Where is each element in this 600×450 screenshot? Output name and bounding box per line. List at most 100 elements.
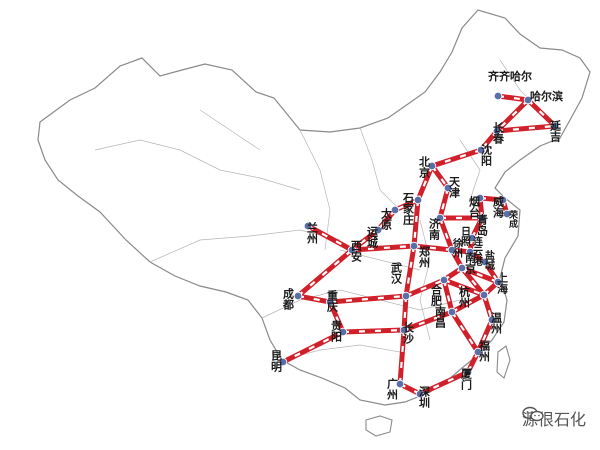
city-label-changsha: 长沙: [402, 321, 415, 345]
city-node-yancheng: [480, 257, 490, 267]
city-node-rongcheng: [502, 209, 512, 219]
city-node-shijiazhuang: [413, 195, 423, 205]
rail-dash-hefei-hangzhou: [443, 278, 485, 297]
city-node-lianyungang: [465, 247, 475, 257]
city-node-zhengzhou: [409, 241, 419, 251]
rail-dash-guiyang-changsha: [342, 328, 405, 334]
city-node-shenyang: [476, 145, 486, 155]
city-node-xiamen: [463, 367, 473, 377]
city-node-jinan: [435, 213, 445, 223]
city-label-shijiazhuang: 石家庄: [402, 192, 416, 226]
city-node-hangzhou: [479, 290, 489, 300]
city-node-tianjin: [443, 183, 453, 193]
rail-dash-wuhan-changsha: [402, 295, 408, 331]
rail-segment-changsha-guangzhou: [397, 327, 407, 387]
rail-dash-guiyang-kunming: [282, 331, 344, 363]
city-label-xiamen: 厦门: [460, 368, 473, 391]
city-label-shenyang: 沈阳: [480, 143, 493, 167]
city-node-beijing: [427, 161, 437, 171]
city-node-layer: [278, 91, 560, 399]
city-label-qingdao: 青岛: [476, 213, 489, 237]
city-node-rizhao: [467, 233, 477, 243]
city-node-chongqing: [325, 297, 335, 307]
rail-dash-wuhan-hefei: [405, 278, 445, 298]
city-label-weihai: 威海: [492, 195, 505, 219]
city-node-changchun: [492, 126, 502, 136]
city-node-qiqihaer: [493, 91, 503, 101]
city-label-chongqing: 重庆: [326, 289, 340, 313]
rail-segment-shenyang-beijing: [429, 147, 484, 169]
city-node-xuzhou: [447, 245, 457, 255]
city-node-qingdao: [477, 213, 487, 223]
rail-dash-wenzhou-fuzhou: [476, 319, 494, 353]
rail-dash-nanjing-hangzhou: [461, 267, 485, 296]
city-node-nanjing: [457, 263, 467, 273]
city-node-xian: [347, 245, 357, 255]
city-label-lanzhou: 兰州: [306, 221, 320, 245]
city-node-changsha: [399, 325, 409, 335]
city-label-haerbin: 哈尔滨: [530, 89, 563, 103]
rail-dash-taiyuan-yuncheng: [377, 209, 396, 231]
city-node-fuzhou: [473, 347, 483, 357]
city-label-xuzhou: 徐州: [451, 237, 464, 259]
rail-segment-changsha-nanchang: [401, 309, 455, 333]
city-label-shenzhen: 深圳: [418, 385, 431, 409]
rail-dash-qiqihaer-haerbin: [497, 94, 529, 102]
city-label-wenzhou: 温州: [490, 311, 504, 335]
city-node-wenzhou: [487, 315, 497, 325]
watermark: 源很石化: [522, 406, 586, 430]
city-label-guiyang: 贵阳: [330, 319, 343, 343]
city-node-weihai: [498, 195, 508, 205]
rail-dash-haerbin-yanji: [527, 99, 556, 127]
city-label-shanghai: 上海: [496, 271, 509, 295]
city-label-yancheng: 盐城: [483, 249, 495, 271]
city-label-beijing: 北京: [418, 155, 431, 179]
city-label-rongcheng: 荣成: [507, 209, 519, 229]
city-label-tianjin: 天津: [448, 176, 461, 199]
city-node-guangzhou: [395, 379, 405, 389]
city-label-nanchang: 南昌: [434, 305, 447, 329]
city-label-changchun: 长春: [492, 121, 505, 145]
city-node-shanghai: [493, 277, 503, 287]
rail-segment-zhengzhou-wuhan: [403, 243, 417, 299]
city-label-yanji: 延吉: [549, 119, 563, 143]
rail-segment-shijiazhuang-zhengzhou: [411, 197, 421, 249]
city-label-qiqihaer: 齐齐哈尔: [488, 69, 532, 83]
city-node-lanzhou: [303, 221, 313, 231]
rail-dash-chengdu-xian: [297, 249, 353, 297]
rail-dash-beijing-tianjin: [431, 165, 449, 189]
wechat-icon: [522, 406, 544, 422]
city-label-xian: 西安: [350, 240, 363, 263]
city-node-guiyang: [338, 327, 348, 337]
city-label-hangzhou: 杭州: [458, 285, 472, 309]
city-label-zhengzhou: 郑州: [418, 245, 432, 269]
rail-segment-lanzhou-xian: [305, 223, 355, 253]
city-label-yantai: 烟台: [468, 195, 481, 219]
rail-dash-haerbin-changchun: [496, 99, 529, 132]
city-node-kunming: [278, 357, 288, 367]
city-label-chengdu: 成都: [282, 287, 296, 311]
city-node-yantai: [475, 193, 485, 203]
rail-dash-xian-zhengzhou: [351, 244, 415, 252]
rail-dash-chengdu-chongqing: [297, 294, 331, 304]
city-label-lianyungang: 连云港: [471, 235, 483, 267]
city-node-hefei: [439, 275, 449, 285]
rail-dash-beijing-shijiazhuang: [416, 165, 434, 201]
rail-dash-yuncheng-xian: [351, 229, 379, 251]
city-label-guangzhou: 广州: [386, 377, 400, 401]
city-label-fuzhou: 福州: [478, 339, 492, 363]
city-node-taiyuan: [390, 205, 400, 215]
city-label-rizhao: 日照: [459, 226, 471, 247]
rail-dash-hefei-nanchang: [442, 279, 454, 313]
city-node-yanji: [550, 121, 560, 131]
rail-dash-jinan-xuzhou: [438, 217, 454, 251]
city-label-taiyuan: 太原: [380, 207, 394, 231]
city-node-yuncheng: [373, 225, 383, 235]
rail-segment-nanchang-fuzhou: [449, 309, 481, 355]
rail-dash-chongqing-guiyang: [328, 301, 345, 333]
city-label-hefei: 合肥: [430, 283, 443, 307]
rail-dash-zhengzhou-xuzhou: [413, 244, 453, 252]
rail-dash-changchun-yanji: [496, 124, 556, 133]
